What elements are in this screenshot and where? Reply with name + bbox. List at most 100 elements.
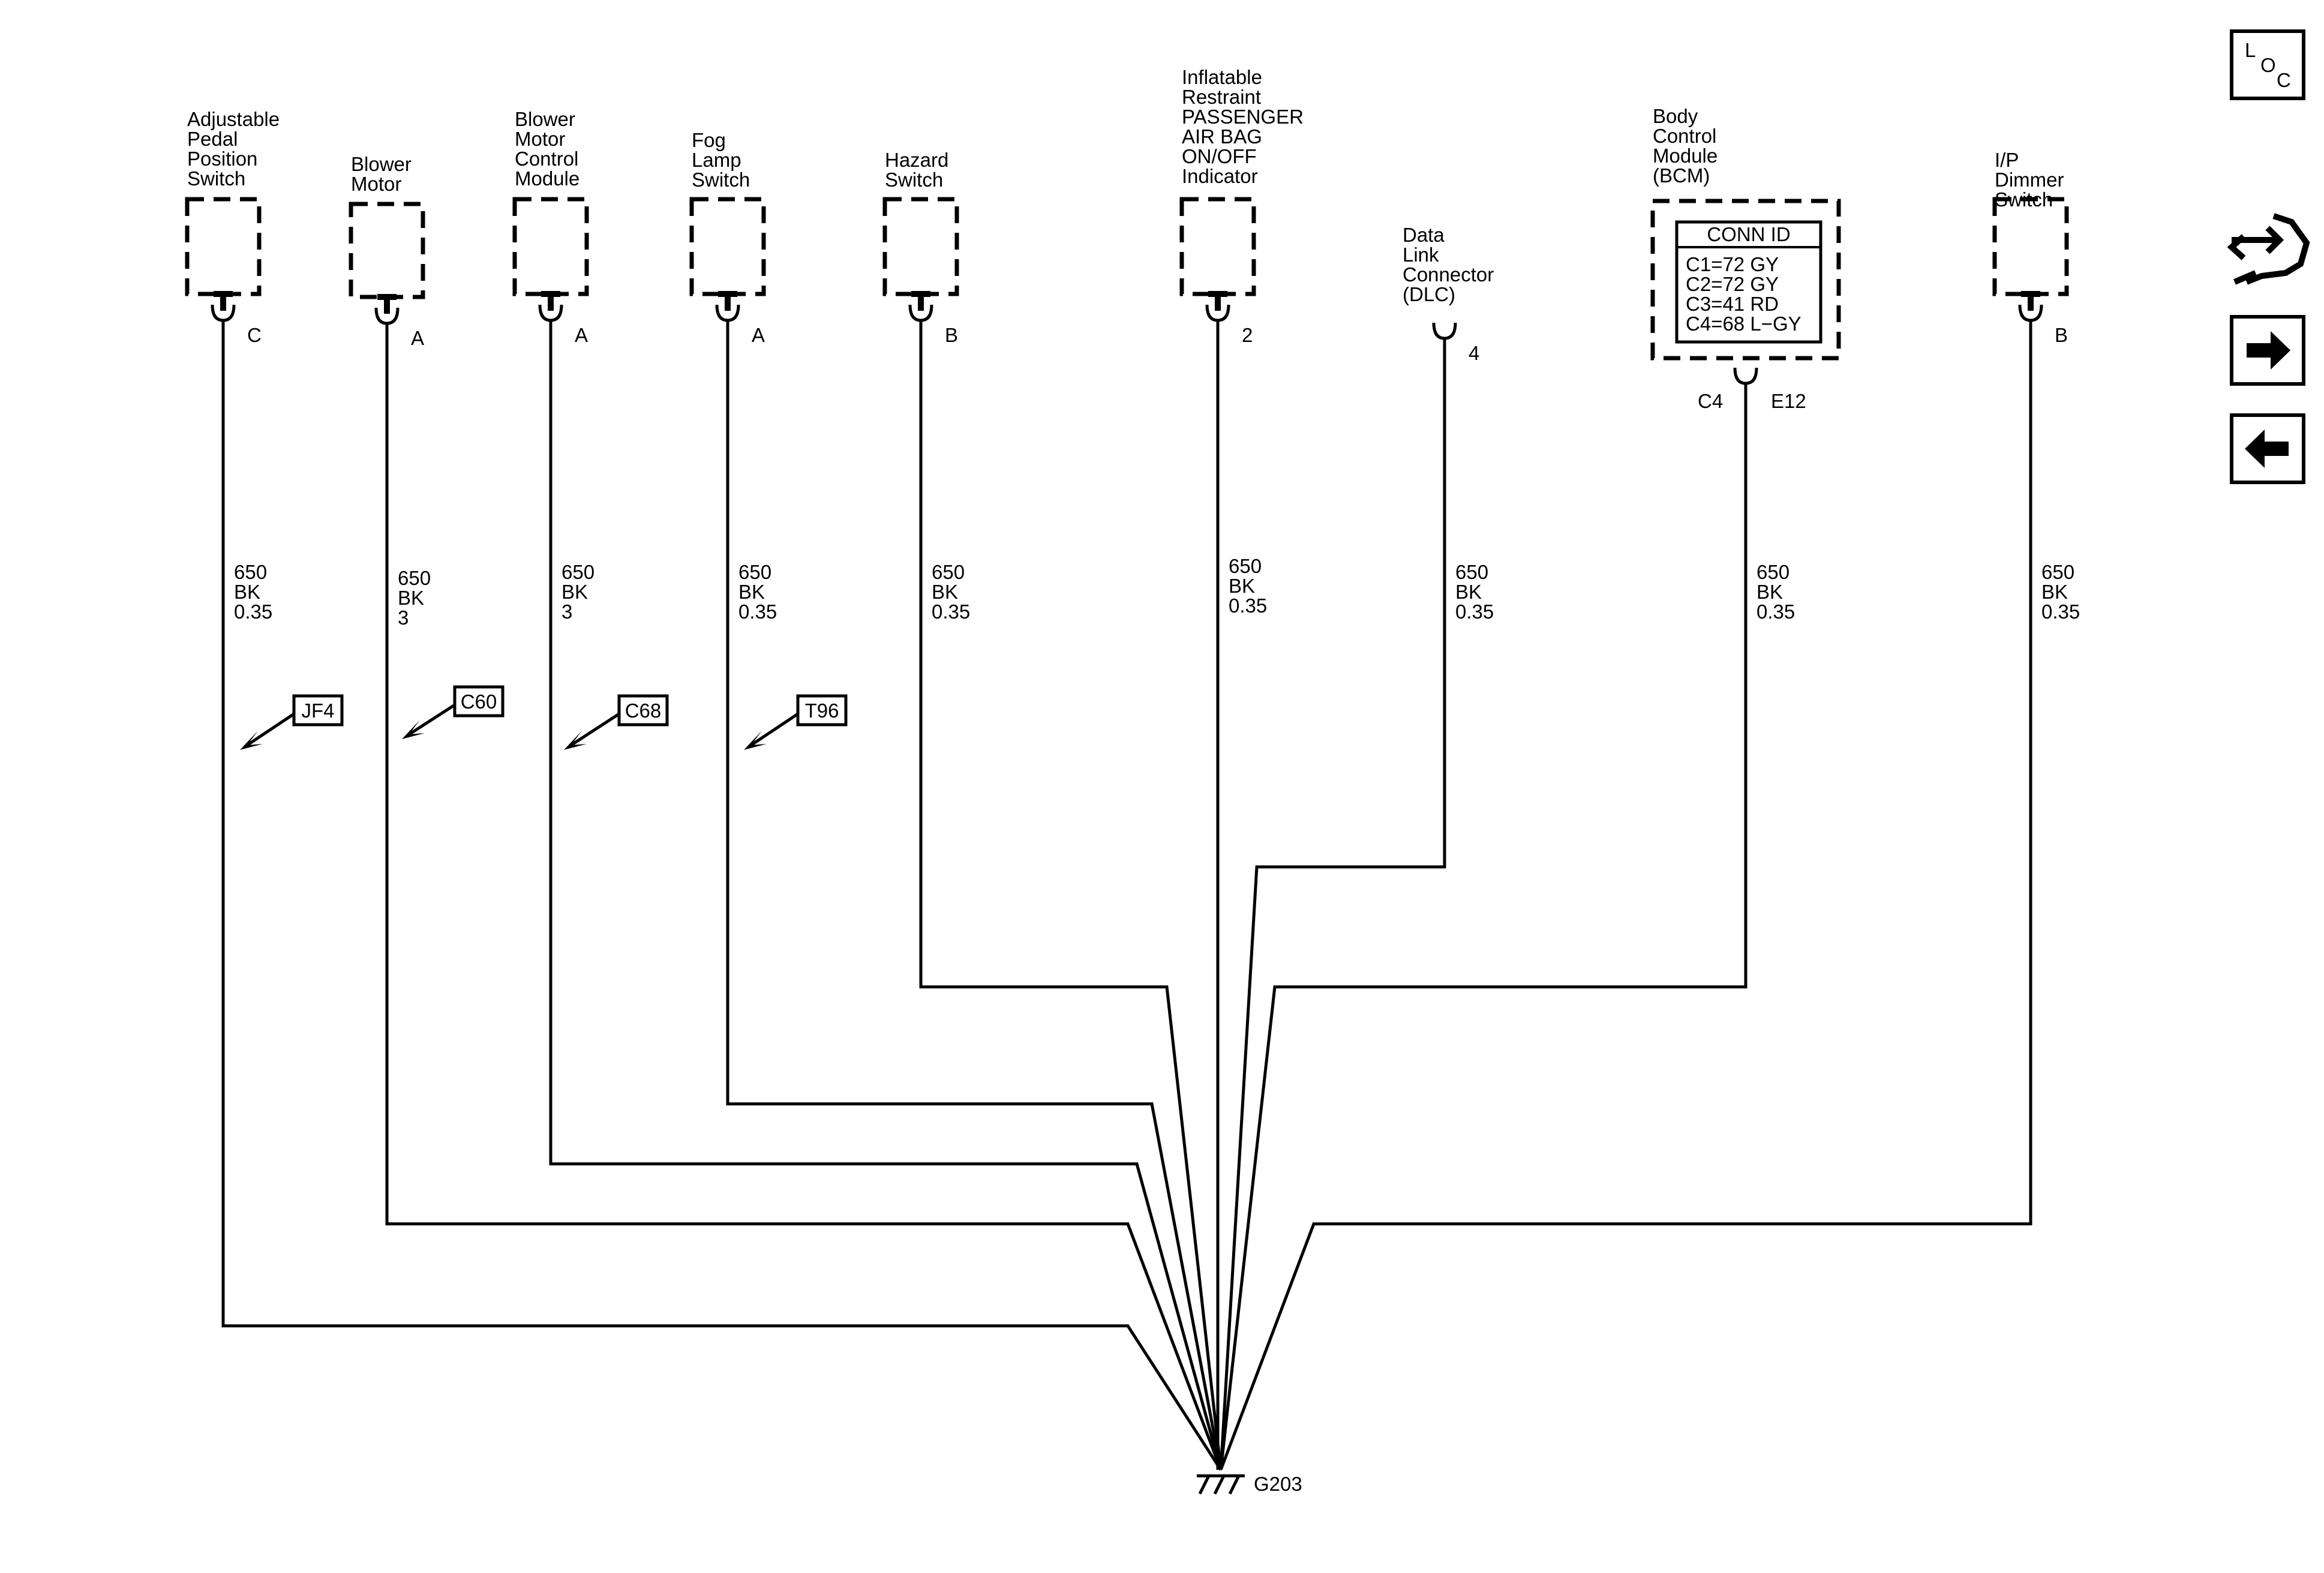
wrench-arrows-icon[interactable] <box>2227 213 2310 285</box>
component-label: Module <box>1653 145 1718 167</box>
wire-spec: BK <box>2041 581 2068 603</box>
component-label: (BCM) <box>1653 164 1710 187</box>
wire-spec: 650 <box>2041 561 2074 583</box>
pin-label: A <box>575 324 588 346</box>
component-box <box>1179 197 1256 296</box>
component-label: ON/OFF <box>1182 145 1257 167</box>
component-label: Blower <box>515 108 575 130</box>
terminal-socket <box>908 304 933 322</box>
ref-box[interactable] <box>292 694 344 727</box>
ref-label[interactable]: T96 <box>805 700 839 722</box>
pin-label: 2 <box>1242 324 1253 346</box>
wire-spec: 3 <box>562 601 572 623</box>
loc-letter: C <box>2277 69 2291 91</box>
loc-button[interactable]: L O C <box>2230 29 2305 100</box>
conn-id-line: C1=72 GY <box>1686 253 1779 275</box>
component-box <box>349 202 425 299</box>
terminal-socket <box>1733 367 1758 385</box>
component-box <box>185 197 262 296</box>
ref-label[interactable]: JF4 <box>301 700 334 722</box>
ground-wire <box>221 320 1223 1471</box>
component-label: (DLC) <box>1403 283 1455 305</box>
component-label: PASSENGER <box>1182 106 1304 128</box>
component-label: Motor <box>515 128 565 150</box>
arrow-right-icon[interactable] <box>2230 315 2305 386</box>
component-box <box>1650 199 1841 361</box>
component-label: Dimmer <box>1995 169 2064 191</box>
component-label: Restraint <box>1182 86 1261 108</box>
component-label: Blower <box>351 153 412 175</box>
ground-wire <box>1219 383 1747 1470</box>
conn-id-line: C4=68 L−GY <box>1686 313 1801 335</box>
ground-wire <box>919 320 1223 1470</box>
terminal-socket <box>211 304 236 322</box>
terminal-socket <box>1205 304 1230 322</box>
component-label: AIR BAG <box>1182 125 1262 148</box>
pin-label: B <box>945 324 958 346</box>
ref-box[interactable] <box>796 694 848 727</box>
ref-arrowhead <box>564 731 587 750</box>
wire-spec: 650 <box>234 561 267 583</box>
wire-spec: 0.35 <box>932 601 970 623</box>
loc-letter: L <box>2245 39 2256 61</box>
wire-spec: 0.35 <box>1455 601 1494 623</box>
ref-arrowhead <box>744 731 767 750</box>
wire-spec: 0.35 <box>1229 595 1267 617</box>
component-label: Switch <box>187 167 245 190</box>
wire-spec: 650 <box>738 561 771 583</box>
ref-label[interactable]: C68 <box>625 700 662 722</box>
wire-spec: 650 <box>1756 561 1789 583</box>
arrow-left-icon[interactable] <box>2230 413 2305 484</box>
component-label: Data <box>1403 224 1445 246</box>
ref-arrow <box>570 712 620 747</box>
ref-box[interactable] <box>617 694 669 727</box>
component-label: Indicator <box>1182 165 1258 187</box>
ground-wire <box>1219 320 2032 1470</box>
bcm-conn-id-table: CONN ID C1=72 GY C2=72 GY C3=41 RD C4=68… <box>1675 220 1822 344</box>
wire-spec: BK <box>932 581 958 603</box>
pin-label: 4 <box>1469 342 1479 364</box>
ref-box[interactable] <box>453 685 505 718</box>
component-label: Position <box>187 148 257 170</box>
components: AdjustablePedalPositionSwitchC650BK0.35J… <box>185 66 2080 750</box>
ref-arrow <box>750 712 799 747</box>
component-label: Switch <box>692 169 750 191</box>
conn-id-title: CONN ID <box>1707 223 1790 245</box>
conn-id-line: C2=72 GY <box>1686 273 1779 295</box>
component-label: Inflatable <box>1182 66 1262 88</box>
ground-symbol <box>1197 1474 1245 1495</box>
component-label: Control <box>1653 125 1716 147</box>
wire-spec: 0.35 <box>234 601 272 623</box>
wire-spec: BK <box>1455 581 1482 603</box>
wire-spec: BK <box>398 587 424 609</box>
component-label: Connector <box>1403 263 1494 286</box>
ground-wire <box>385 323 1223 1470</box>
component-box <box>689 197 766 296</box>
ground-wire <box>549 320 1223 1470</box>
terminal-socket <box>715 304 740 322</box>
ref-arrow <box>246 712 295 747</box>
terminal-socket <box>374 307 400 325</box>
component-adj-pedal: AdjustablePedalPositionSwitchC650BK0.35J… <box>185 108 344 750</box>
pin-label: B <box>2055 324 2068 346</box>
ground-wires <box>221 320 2032 1471</box>
wire-spec: BK <box>234 581 260 603</box>
ground-label: G203 <box>1254 1473 1302 1495</box>
ground-wire <box>726 320 1223 1470</box>
wire-spec: BK <box>1229 575 1255 597</box>
ref-arrow <box>408 703 456 736</box>
wire-spec: BK <box>562 581 588 603</box>
ref-arrowhead <box>240 731 263 750</box>
wire-spec: 650 <box>932 561 965 583</box>
component-label: Lamp <box>692 149 741 171</box>
component-box <box>882 197 959 296</box>
ref-label[interactable]: C60 <box>461 691 497 713</box>
pin-label: A <box>752 324 765 346</box>
